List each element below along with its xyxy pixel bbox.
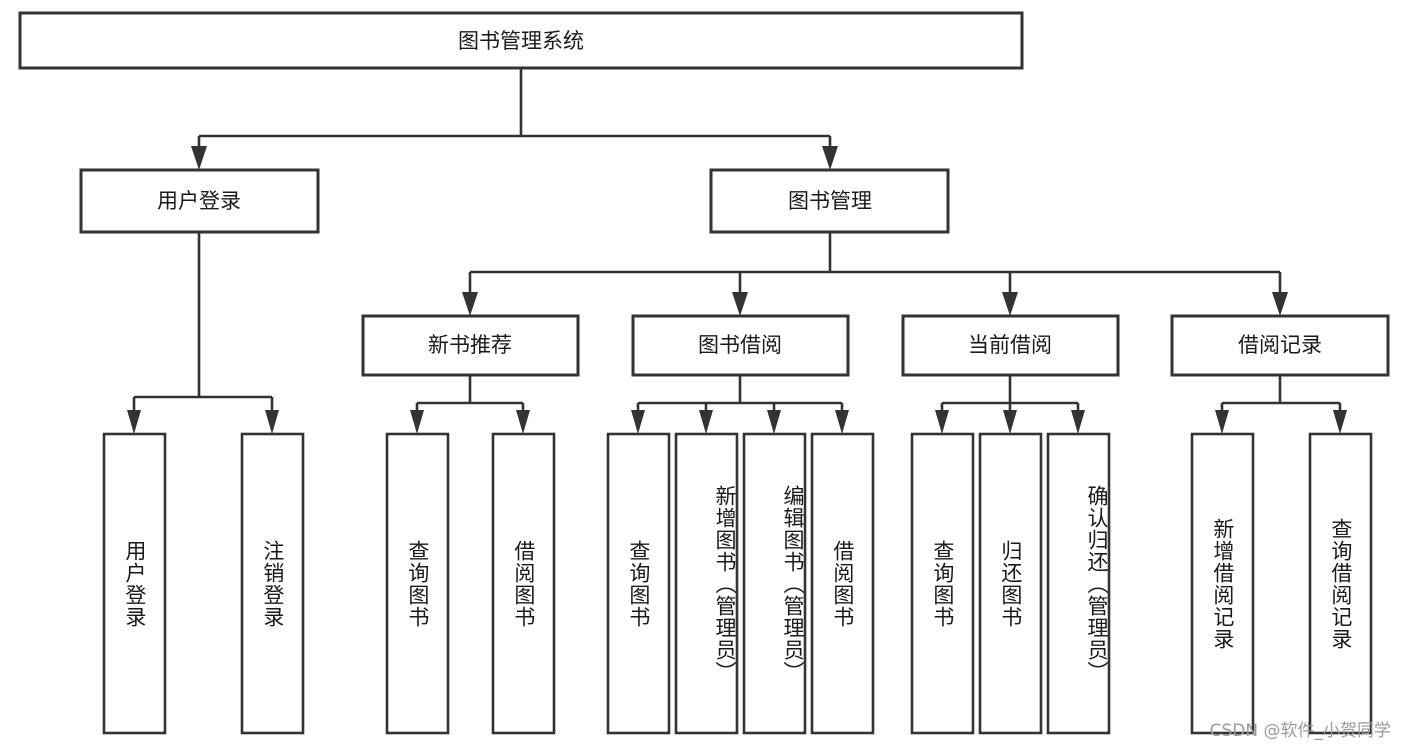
arrowhead-book-borrow: [732, 292, 748, 316]
connector-bookborrow-to-leaves: [631, 375, 849, 434]
arrowhead-leaf-edit-book: [767, 410, 781, 434]
arrowhead-leaf-return-book: [1003, 410, 1017, 434]
node-leaf-borrow-book-1-box[interactable]: [491, 432, 556, 735]
node-borrow-record-box[interactable]: [1170, 314, 1390, 377]
node-leaf-query-book-3-box[interactable]: [910, 432, 975, 735]
node-leaf-query-record-label: 查询借阅记录: [1328, 517, 1353, 650]
node-root-box[interactable]: [18, 11, 1024, 70]
arrowhead-leaf-confirm-return: [1071, 410, 1085, 434]
node-root-label: 图书管理系统: [458, 29, 584, 53]
node-leaf-query-book-2-label: 查询图书: [626, 539, 651, 628]
arrowhead-leaf-add-book: [699, 410, 713, 434]
node-leaf-query-book-1-box[interactable]: [385, 432, 450, 735]
arrowhead-leaf-user-logout: [265, 410, 279, 434]
node-current-borrow-label: 当前借阅: [968, 333, 1052, 357]
connector-root-to-level2: [191, 68, 838, 170]
connector-currentborrow-to-leaves: [935, 375, 1085, 434]
arrowhead-user-login: [191, 146, 207, 170]
arrowhead-borrow-record: [1272, 292, 1288, 316]
node-leaf-user-logout-box[interactable]: [240, 432, 305, 735]
node-leaf-borrow-book-2-box[interactable]: [810, 432, 875, 735]
arrowhead-leaf-query-book-2: [631, 410, 645, 434]
connector-bookmanage-to-level3: [462, 232, 1288, 316]
node-leaf-borrow-book-2-label: 借阅图书: [830, 539, 855, 628]
node-leaf-edit-book-label: 编辑图书（管理员）: [781, 484, 805, 683]
node-current-borrow-box[interactable]: [901, 314, 1120, 377]
arrowhead-new-book-recommend: [462, 292, 478, 316]
node-leaf-return-book-box[interactable]: [978, 432, 1043, 735]
connector-userlogin-to-leaves: [127, 232, 279, 434]
connector-borrowrecord-to-leaves: [1215, 375, 1347, 434]
node-leaf-confirm-return-box[interactable]: [1046, 432, 1111, 735]
node-leaf-user-login-label: 用户登录: [122, 539, 147, 628]
connector-newbook-to-leaves: [410, 375, 530, 434]
arrowhead-leaf-add-record: [1215, 410, 1229, 434]
arrowhead-leaf-user-login: [127, 410, 141, 434]
node-leaf-user-logout-label: 注销登录: [260, 539, 285, 628]
node-user-login-box[interactable]: [79, 168, 320, 234]
arrowhead-leaf-borrow-book-2: [835, 410, 849, 434]
node-book-borrow-label: 图书借阅: [698, 333, 782, 357]
node-leaf-query-book-1-label: 查询图书: [405, 539, 430, 628]
node-new-book-recommend-box[interactable]: [361, 314, 580, 377]
node-leaf-add-record-label: 新增借阅记录: [1210, 517, 1235, 650]
node-leaf-edit-book-box[interactable]: [742, 432, 807, 735]
node-leaf-add-book-box[interactable]: [674, 432, 739, 735]
arrowhead-book-manage: [822, 146, 838, 170]
node-borrow-record-label: 借阅记录: [1238, 333, 1322, 357]
arrowhead-current-borrow: [1002, 292, 1018, 316]
arrowhead-leaf-query-book-1: [410, 410, 424, 434]
node-leaf-query-record-box[interactable]: [1308, 432, 1373, 735]
node-leaf-add-record-box[interactable]: [1190, 432, 1255, 735]
node-book-manage-box[interactable]: [709, 168, 950, 234]
node-leaf-borrow-book-1-label: 借阅图书: [511, 539, 536, 628]
arrowhead-leaf-query-record: [1333, 410, 1347, 434]
arrowhead-leaf-borrow-book-1: [516, 410, 530, 434]
node-leaf-user-login-box[interactable]: [102, 432, 167, 735]
node-leaf-query-book-2-box[interactable]: [606, 432, 671, 735]
node-leaf-add-book-label: 新增图书（管理员）: [713, 484, 737, 683]
node-new-book-recommend-label: 新书推荐: [428, 333, 512, 357]
node-leaf-query-book-3-label: 查询图书: [930, 539, 955, 628]
node-leaf-confirm-return-label: 确认归还（管理员）: [1085, 484, 1109, 683]
arrowhead-leaf-query-book-3: [935, 410, 949, 434]
watermark-text: CSDN @软件_小贺同学: [1209, 721, 1391, 741]
node-book-manage-label: 图书管理: [788, 189, 872, 213]
node-book-borrow-box[interactable]: [631, 314, 850, 377]
node-leaf-return-book-label: 归还图书: [998, 539, 1023, 628]
node-user-login-label: 用户登录: [157, 189, 241, 213]
